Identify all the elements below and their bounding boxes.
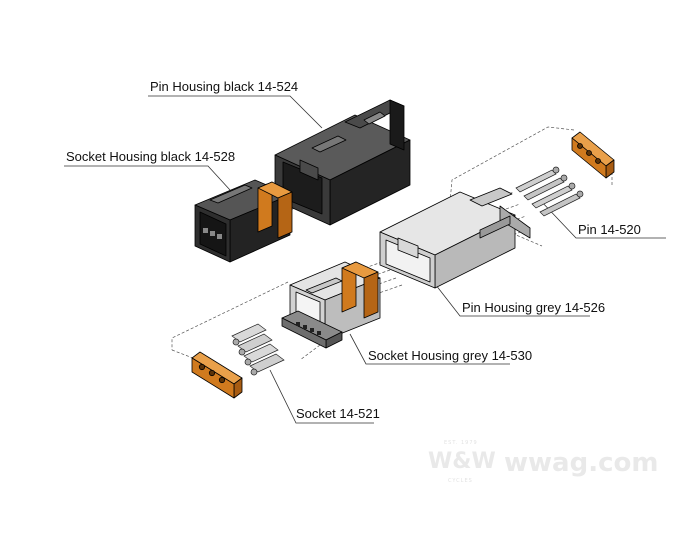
leader-socket-housing-black [64,165,231,191]
leader-pin-housing-black [148,95,323,129]
sockets [231,323,285,376]
seal-orange-bottom [191,351,243,399]
socket-housing-black [194,179,293,263]
pins [515,166,584,217]
leader-pin-housing-grey [431,279,590,317]
label-pin-housing-black: Pin Housing black 14-524 [150,79,299,94]
watermark-est: EST. 1979 [444,440,478,446]
seal-orange-top [571,131,615,179]
pin-housing-black [274,99,411,226]
label-socket: Socket 14-521 [296,406,380,421]
watermark-site: wwag.com [504,448,659,478]
label-pin-housing-grey: Pin Housing grey 14-526 [462,300,606,315]
watermark-logo: W&W [428,449,496,474]
pin-housing-grey [379,187,531,289]
leader-lines [64,95,666,424]
label-socket-housing-black: Socket Housing black 14-528 [66,149,236,164]
leader-socket-housing-grey [349,333,510,365]
socket-housing-grey [281,261,381,349]
label-pin: Pin 14-520 [578,222,641,237]
watermark-cycles: CYCLES [448,478,473,484]
leader-pin [539,199,666,239]
leader-socket [269,369,374,424]
label-socket-housing-grey: Socket Housing grey 14-530 [368,348,533,363]
